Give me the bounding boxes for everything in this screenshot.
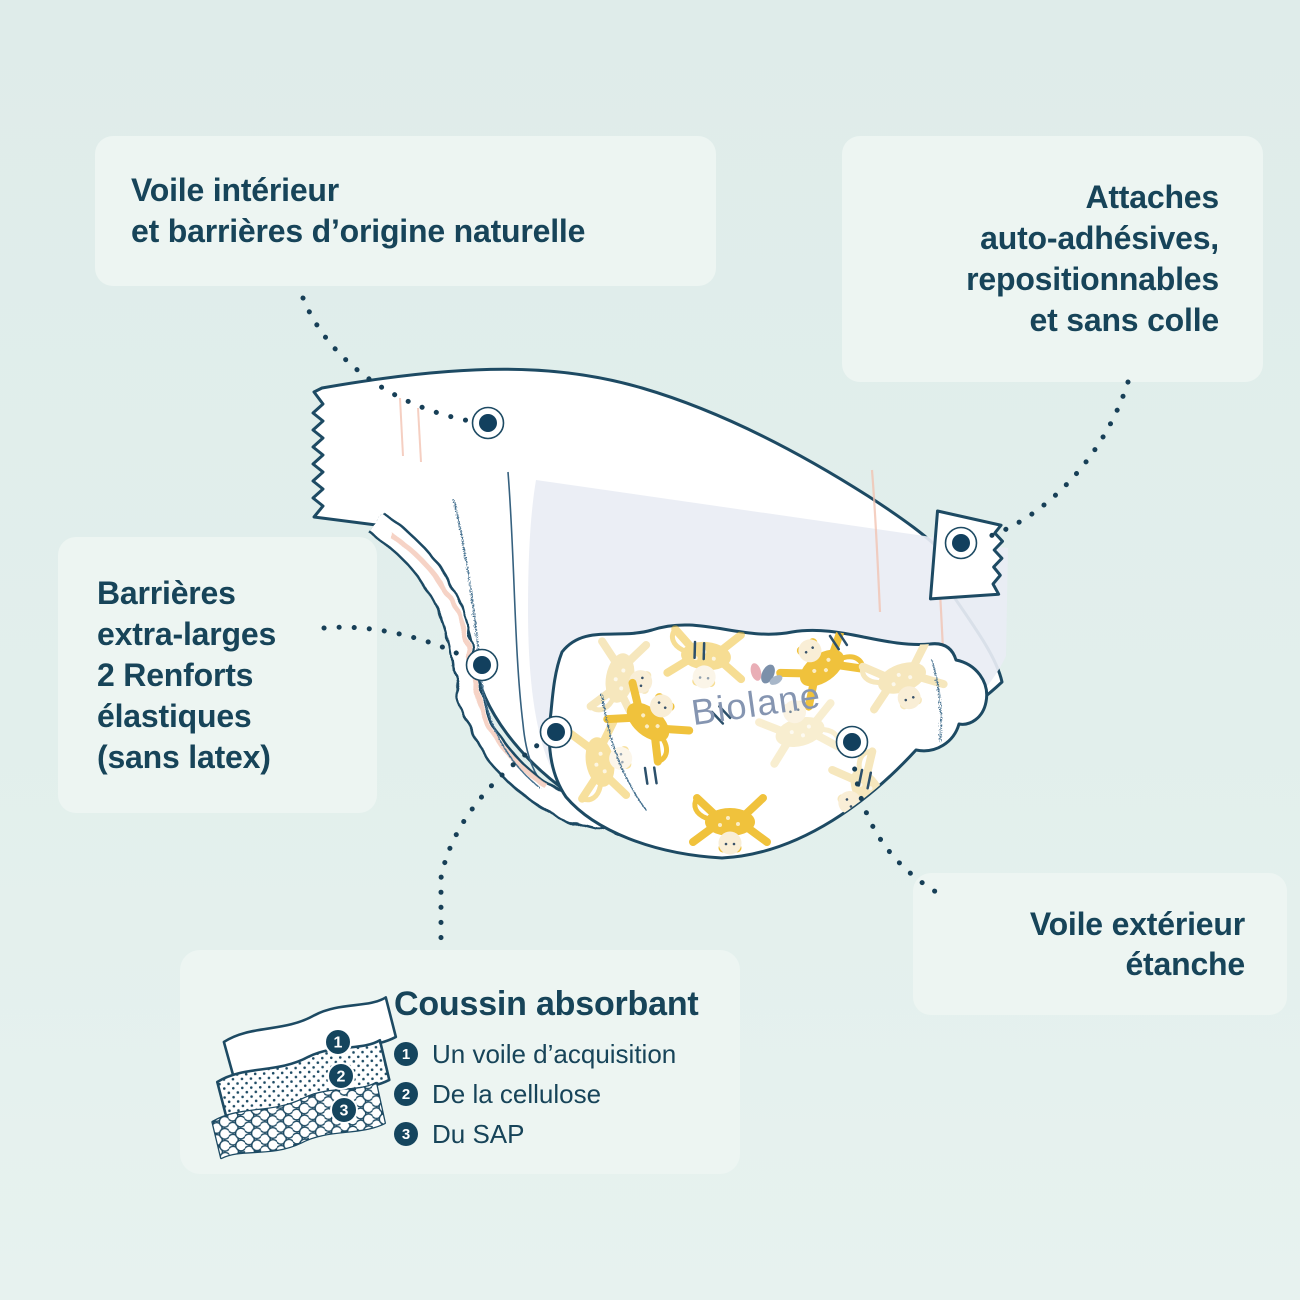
- coussin-item: 3 Du SAP: [394, 1114, 676, 1154]
- coussin-item: 1 Un voile d’acquisition: [394, 1034, 676, 1074]
- pink-guide-lines: [399, 397, 948, 719]
- coussin-item-label: Un voile d’acquisition: [432, 1038, 677, 1069]
- callout-voile-exterieur: Voile extérieur étanche: [913, 873, 1287, 1015]
- callout-text-line: Voile extérieur: [1029, 906, 1245, 942]
- callout-text-line: élastiques: [97, 697, 252, 734]
- callout-barrieres: Barrières extra-larges 2 Renforts élasti…: [58, 537, 377, 813]
- callout-text-line: auto-adhésives,: [980, 220, 1219, 256]
- diaper-inner-shell: [311, 367, 1004, 826]
- stitch-lines-outer: [599, 657, 940, 809]
- callout-text-line: Voile intérieur: [131, 172, 340, 208]
- callout-text-line: et sans colle: [1029, 302, 1220, 338]
- marker-barrieres: [465, 648, 499, 682]
- diaper-outer-piece: Biolane: [547, 620, 989, 860]
- callout-text-line: étanche: [1125, 946, 1245, 982]
- dotted-connector: [850, 751, 939, 895]
- marker-voile-exterieur: [835, 725, 869, 759]
- callout-attaches: Attaches auto-adhésives, repositionnable…: [842, 136, 1263, 382]
- right-tab: [928, 509, 1005, 601]
- marker-voile-interieur: [471, 406, 505, 440]
- marker-attaches: [944, 526, 978, 560]
- callout-text-line: Attaches: [1085, 179, 1219, 215]
- callout-text-line: (sans latex): [97, 738, 271, 775]
- item-number-badge: 1: [394, 1042, 418, 1066]
- callout-text-line: et barrières d’origine naturelle: [131, 213, 586, 249]
- callout-text-line: Barrières: [97, 574, 236, 611]
- animal-print-pattern: [570, 620, 948, 854]
- callout-voile-interieur: Voile intérieur et barrières d’origine n…: [95, 136, 716, 286]
- marker-coussin: [539, 715, 573, 749]
- leg-elastic-ruffle: [370, 513, 666, 838]
- diaper-inner-piece: [311, 367, 1008, 838]
- callout-text-line: repositionnables: [966, 261, 1219, 297]
- callout-coussin-absorbant: Coussin absorbant 1 Un voile d’acquisiti…: [180, 950, 740, 1174]
- item-number-badge: 2: [394, 1082, 418, 1106]
- coussin-item-label: De la cellulose: [432, 1078, 602, 1109]
- coussin-item: 2 De la cellulose: [394, 1074, 676, 1114]
- callout-text-line: 2 Renforts: [97, 656, 254, 693]
- dotted-connector: [300, 295, 473, 424]
- coussin-title: Coussin absorbant: [394, 985, 699, 1023]
- item-number-badge: 3: [394, 1122, 418, 1146]
- elastic-stitch-line: [451, 497, 539, 787]
- callout-markers: [465, 406, 978, 759]
- coussin-item-label: Du SAP: [432, 1118, 525, 1149]
- outer-shell: [547, 623, 989, 860]
- brand-logo-text: Biolane: [689, 674, 824, 733]
- dotted-connectors: [300, 295, 1131, 949]
- absorbent-core-panel: [528, 480, 1008, 822]
- callout-text-line: extra-larges: [97, 615, 277, 652]
- dotted-connector: [975, 379, 1131, 543]
- dotted-connector: [438, 734, 552, 949]
- inner-barrier-line: [507, 471, 549, 791]
- coussin-list: 1 Un voile d’acquisition 2 De la cellulo…: [394, 1034, 676, 1154]
- brand-leaf-icon: [750, 663, 783, 685]
